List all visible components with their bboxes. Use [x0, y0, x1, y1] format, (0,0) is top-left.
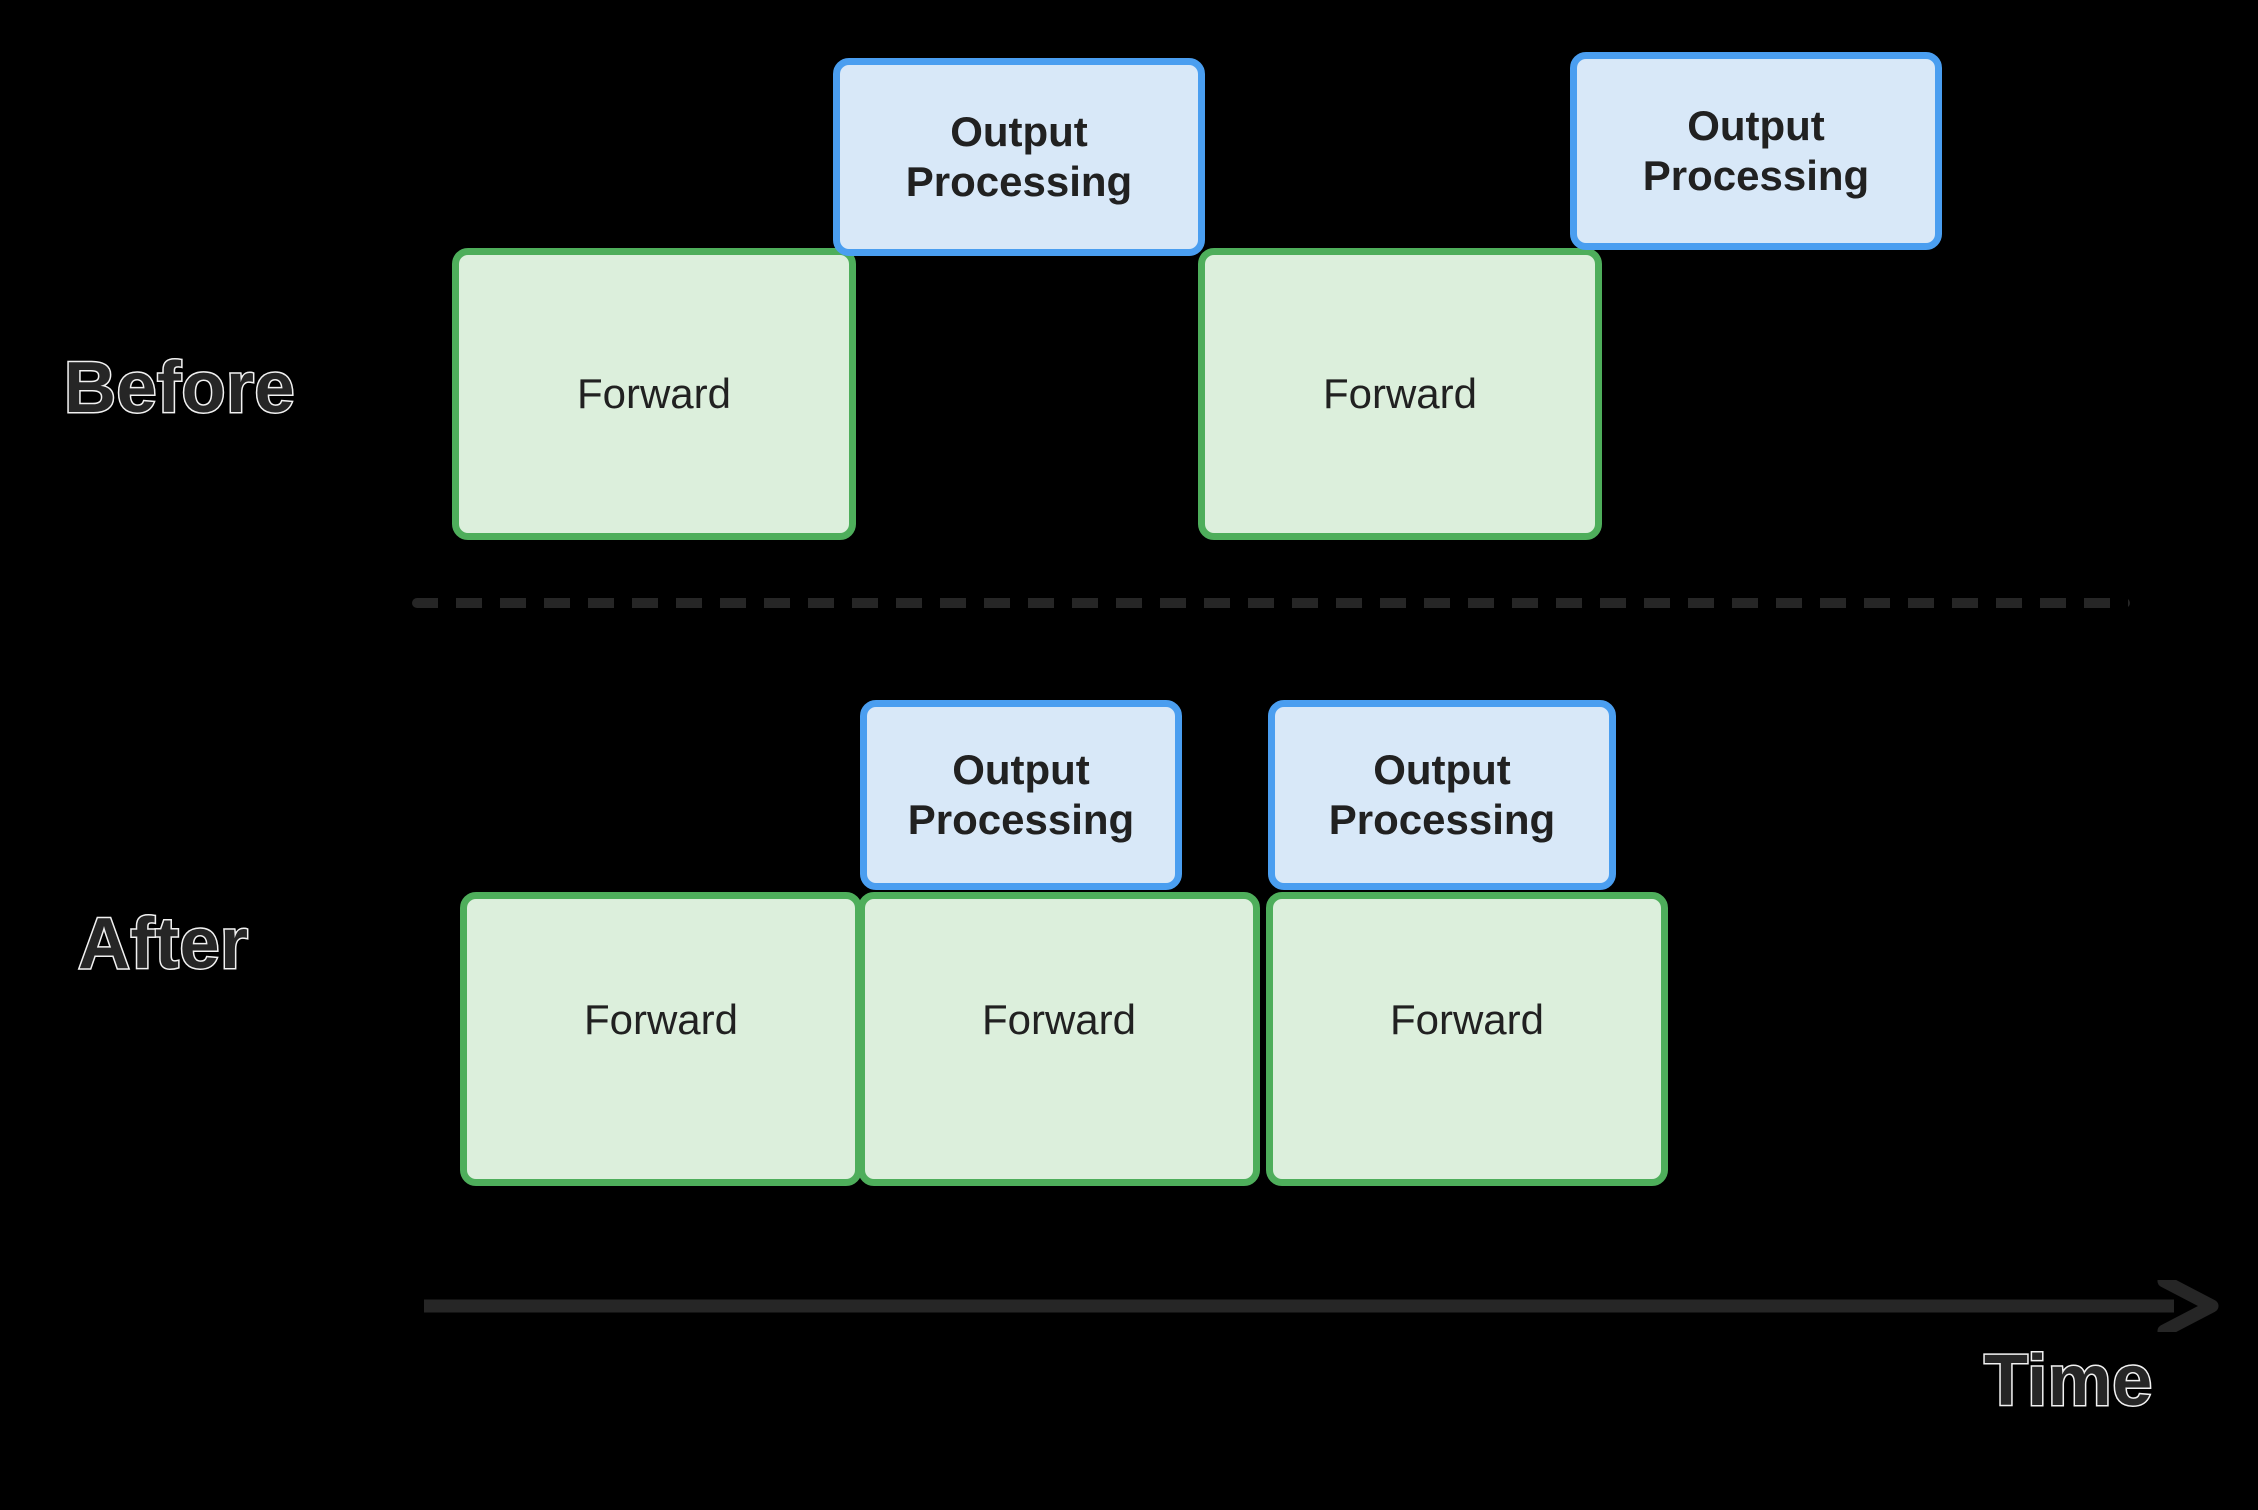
before-output-processing-block-1: Output Processing [833, 58, 1205, 256]
block-label-line2: Processing [1642, 152, 1870, 199]
time-axis-arrowhead [2157, 1280, 2219, 1332]
block-label: Output Processing [1643, 101, 1869, 202]
block-label-line1: Output [952, 745, 1090, 793]
row-label-before: Before [62, 348, 296, 428]
after-forward-block-3: Forward [1266, 892, 1668, 1186]
block-label: Forward [981, 996, 1137, 1043]
time-axis-arrow [424, 1280, 2219, 1332]
block-label: Forward [583, 996, 739, 1043]
before-forward-block-1: Forward [452, 248, 856, 540]
section-divider [412, 598, 2130, 608]
block-label-line1: Output [1373, 745, 1511, 793]
time-axis-label: Time [1983, 1341, 2154, 1421]
block-label: Output Processing [908, 745, 1134, 846]
before-output-processing-block-2: Output Processing [1570, 52, 1942, 250]
block-label: Forward [576, 369, 732, 417]
block-label: Forward [1322, 369, 1478, 417]
block-label-line1: Output [1687, 101, 1825, 149]
block-label: Forward [1389, 996, 1545, 1043]
block-label: Output Processing [1329, 745, 1555, 846]
block-label-line2: Processing [1328, 796, 1556, 843]
after-output-processing-block-2: Output Processing [1268, 700, 1616, 890]
block-label-line2: Processing [907, 796, 1135, 843]
after-forward-block-2: Forward [858, 892, 1260, 1186]
block-label-line1: Output [950, 107, 1088, 155]
before-forward-block-2: Forward [1198, 248, 1602, 540]
row-label-after: After [77, 904, 250, 984]
block-label: Output Processing [906, 107, 1132, 208]
after-forward-block-1: Forward [460, 892, 862, 1186]
block-label-line2: Processing [905, 158, 1133, 205]
after-output-processing-block-1: Output Processing [860, 700, 1182, 890]
